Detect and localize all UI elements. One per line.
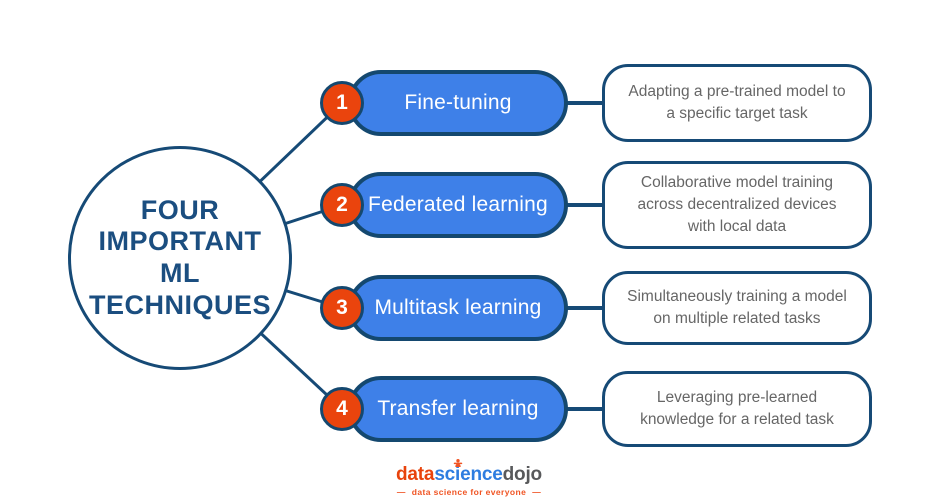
- description-text: Collaborative model training across dece…: [637, 174, 837, 235]
- pill-label: Transfer learning: [377, 397, 539, 420]
- badge-1: 1: [320, 81, 364, 125]
- pill-label: Federated learning: [368, 193, 548, 216]
- circle-title-line: FOUR: [140, 194, 220, 225]
- pill-transfer-learning: Transfer learning: [348, 376, 568, 442]
- central-topic-circle: FOUR IMPORTANT ML TECHNIQUES: [68, 146, 292, 370]
- pill-label: Multitask learning: [374, 296, 542, 319]
- tagline-text: data science for everyone: [411, 487, 527, 497]
- pill-multitask-learning: Multitask learning: [348, 275, 568, 341]
- description-text: Adapting a pre-trained model to a specif…: [628, 83, 846, 122]
- description-transfer-learning: Leveraging pre-learned knowledge for a r…: [602, 371, 872, 447]
- badge-number: 1: [336, 91, 348, 114]
- central-topic-title: FOUR IMPORTANT ML TECHNIQUES: [89, 195, 271, 321]
- description-fine-tuning: Adapting a pre-trained model to a specif…: [602, 64, 872, 142]
- description-multitask-learning: Simultaneously training a model on multi…: [602, 271, 872, 345]
- description-federated-learning: Collaborative model training across dece…: [602, 161, 872, 249]
- tagline-dash-left: —: [396, 487, 406, 497]
- circle-title-line: ML: [160, 258, 200, 288]
- description-text: Leveraging pre-learned knowledge for a r…: [640, 389, 834, 428]
- badge-2: 2: [320, 183, 364, 227]
- logo-part-data: data: [396, 464, 435, 486]
- badge-number: 4: [336, 397, 348, 420]
- badge-number: 2: [336, 193, 348, 216]
- logo-part-dojo: dojo: [502, 464, 542, 486]
- badge-number: 3: [336, 296, 348, 319]
- logo-tagline: — data science for everyone —: [397, 487, 541, 497]
- badge-3: 3: [320, 286, 364, 330]
- pill-fine-tuning: Fine-tuning: [348, 70, 568, 136]
- badge-4: 4: [320, 387, 364, 431]
- circle-title-line: IMPORTANT: [98, 226, 262, 257]
- circle-title-line: TECHNIQUES: [88, 289, 272, 320]
- description-text: Simultaneously training a model on multi…: [627, 288, 847, 327]
- tagline-dash-right: —: [532, 487, 542, 497]
- pill-federated-learning: Federated learning: [348, 172, 568, 238]
- person-icon: [453, 459, 462, 468]
- pill-label: Fine-tuning: [404, 91, 512, 114]
